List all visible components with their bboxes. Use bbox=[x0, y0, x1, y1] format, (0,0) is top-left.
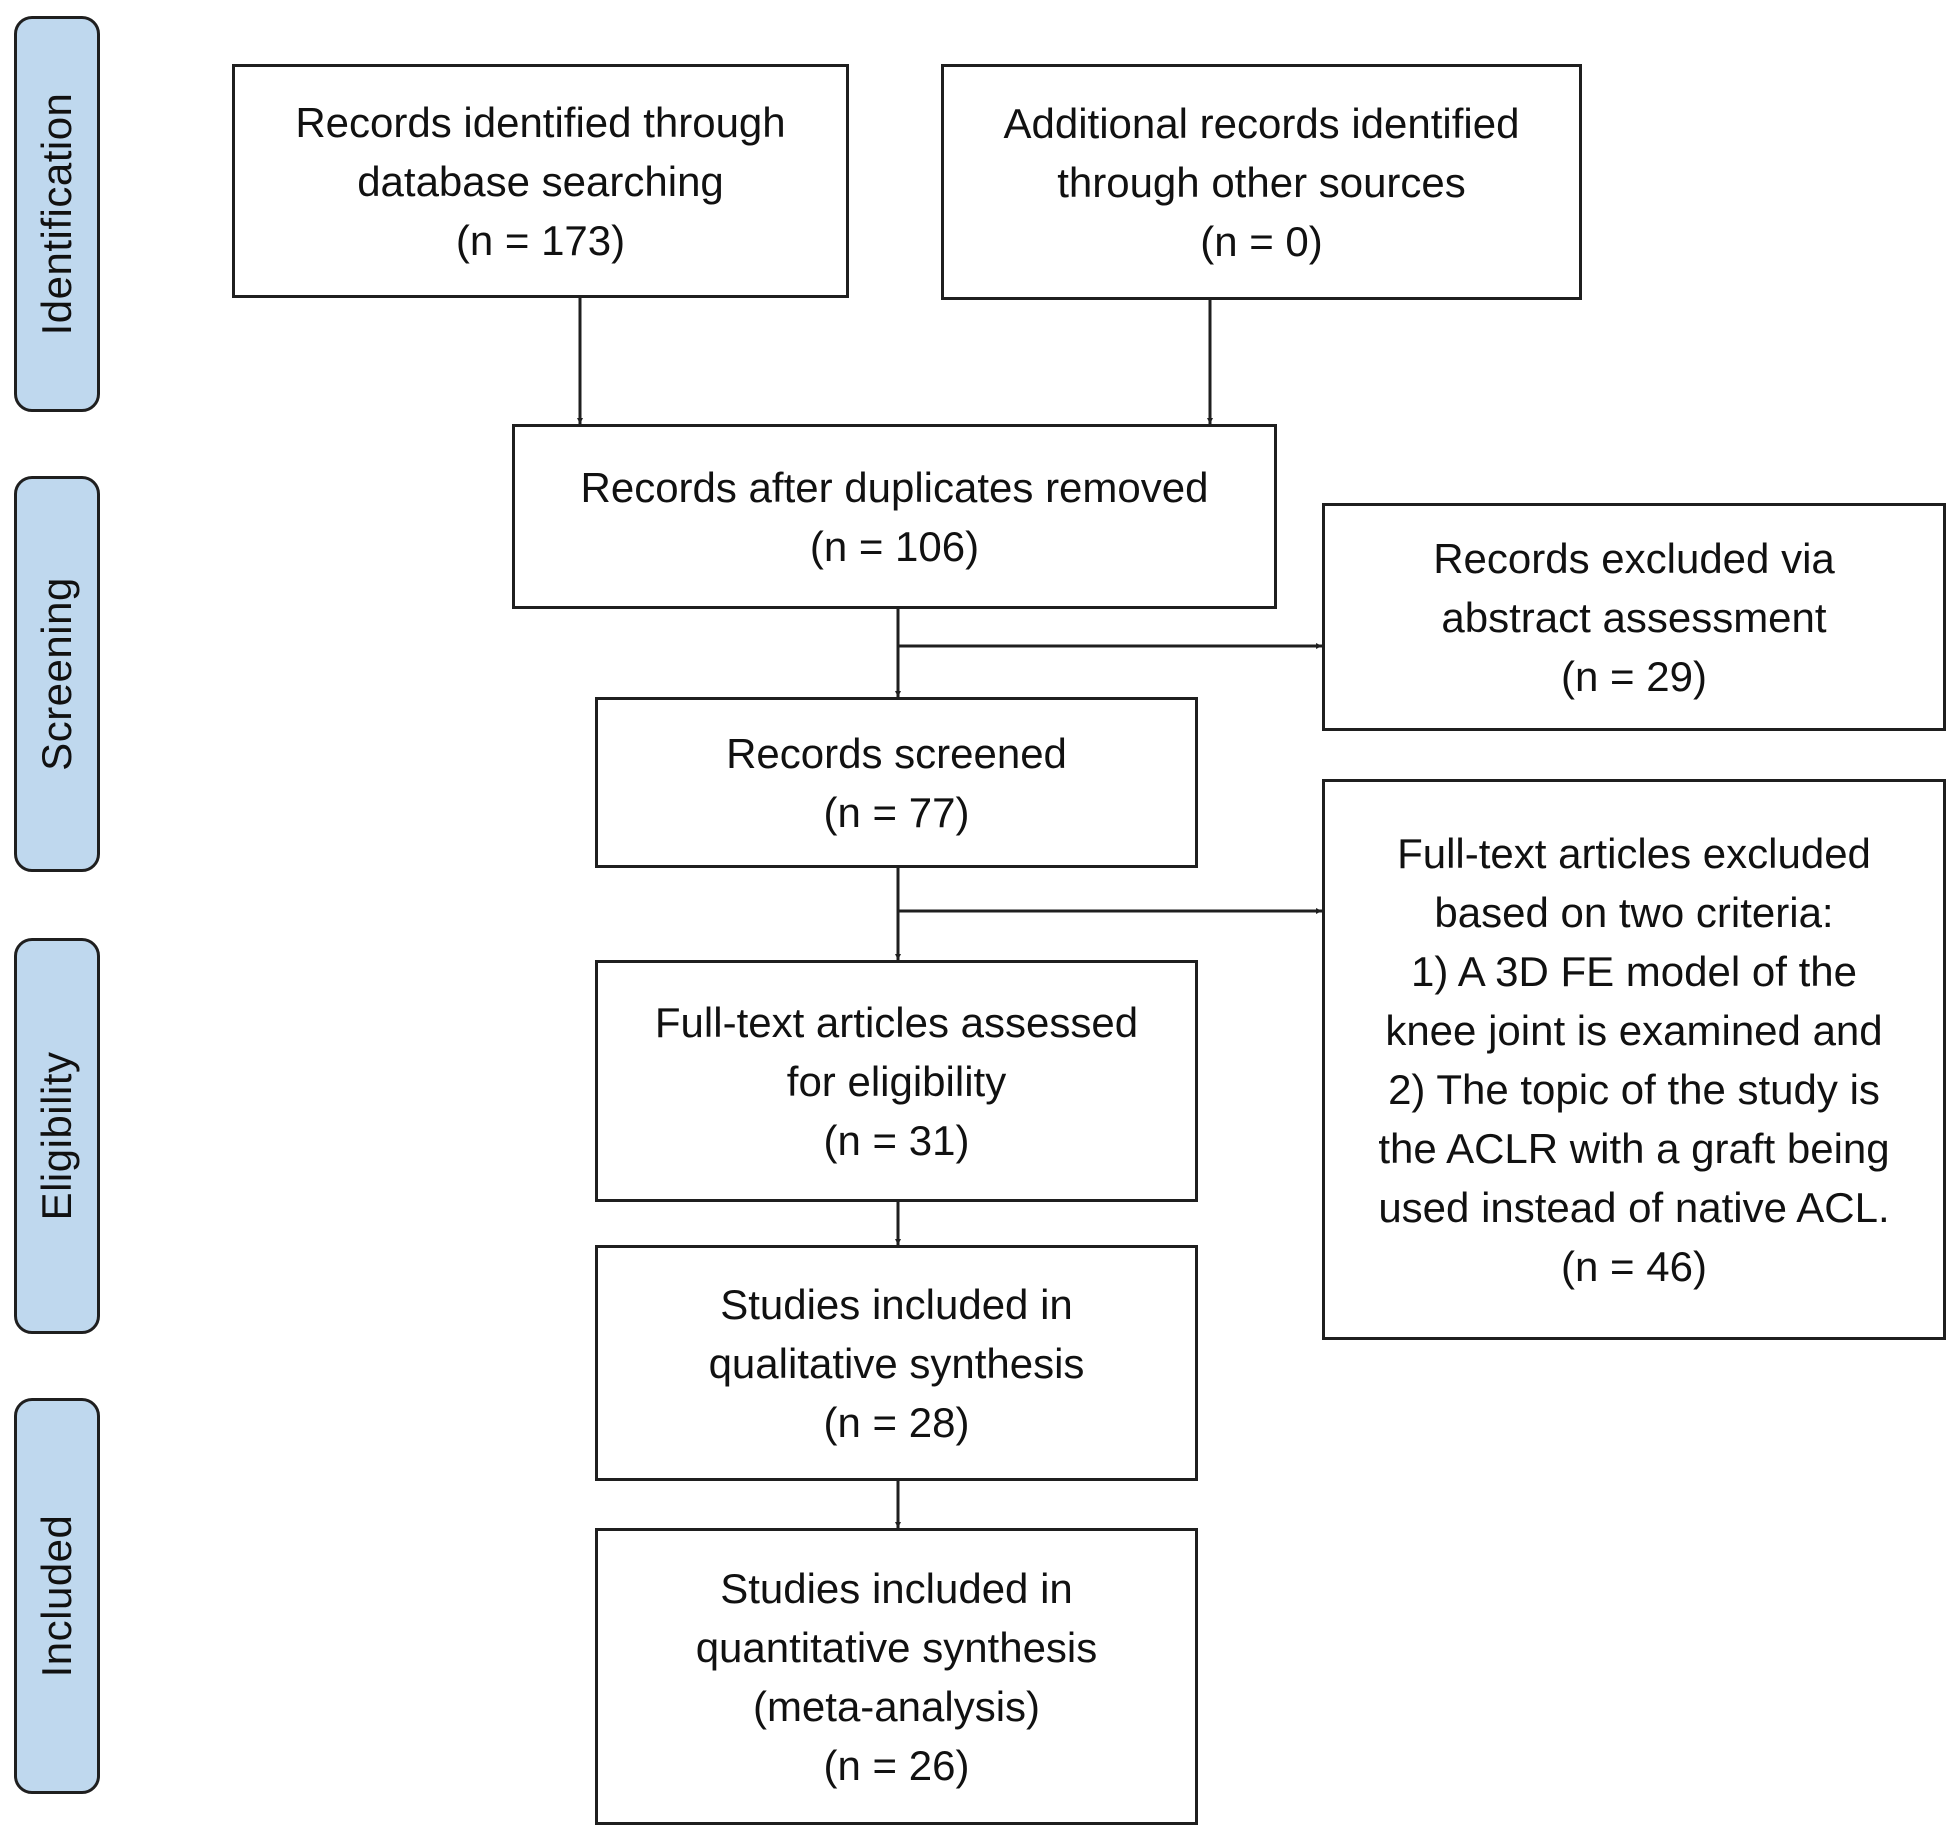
box-excluded-fulltext-count: (n = 46) bbox=[1561, 1242, 1707, 1290]
box-excluded-abstract: Records excluded via abstract assessment… bbox=[1322, 503, 1946, 731]
box-excluded-fulltext-line-7: used instead of native ACL. bbox=[1378, 1183, 1890, 1231]
box-quantitative-synthesis-line-2: quantitative synthesis bbox=[695, 1623, 1098, 1671]
box-database-records-line-2: database searching bbox=[357, 157, 724, 205]
box-excluded-fulltext-line-6: the ACLR with a graft being bbox=[1378, 1124, 1890, 1172]
box-qualitative-synthesis: Studies included in qualitative synthesi… bbox=[595, 1245, 1198, 1481]
box-after-duplicates-count: (n = 106) bbox=[809, 522, 980, 570]
box-database-records-count: (n = 173) bbox=[455, 216, 626, 264]
box-after-duplicates-line-1: Records after duplicates removed bbox=[580, 463, 1209, 511]
phase-screening: Screening bbox=[14, 476, 100, 872]
box-excluded-fulltext-line-5: 2) The topic of the study is bbox=[1388, 1065, 1880, 1113]
phase-eligibility: Eligibility bbox=[14, 938, 100, 1334]
box-quantitative-synthesis-line-1: Studies included in bbox=[720, 1564, 1073, 1612]
box-excluded-fulltext: Full-text articles excluded based on two… bbox=[1322, 779, 1946, 1340]
box-database-records-line-1: Records identified through bbox=[295, 98, 786, 146]
box-excluded-fulltext-line-4: knee joint is examined and bbox=[1385, 1006, 1883, 1054]
box-qualitative-synthesis-count: (n = 28) bbox=[823, 1398, 970, 1446]
box-excluded-fulltext-line-2: based on two criteria: bbox=[1434, 888, 1834, 936]
box-quantitative-synthesis: Studies included in quantitative synthes… bbox=[595, 1528, 1198, 1825]
box-fulltext-assessed-count: (n = 31) bbox=[823, 1116, 970, 1164]
phase-included: Included bbox=[14, 1398, 100, 1794]
box-quantitative-synthesis-line-3: (meta-analysis) bbox=[752, 1682, 1041, 1730]
box-quantitative-synthesis-count: (n = 26) bbox=[823, 1741, 970, 1789]
box-qualitative-synthesis-line-1: Studies included in bbox=[720, 1280, 1073, 1328]
box-other-sources-line-2: through other sources bbox=[1057, 158, 1466, 206]
box-fulltext-assessed-line-2: for eligibility bbox=[786, 1057, 1007, 1105]
box-excluded-abstract-count: (n = 29) bbox=[1561, 652, 1707, 700]
box-excluded-abstract-line-2: abstract assessment bbox=[1441, 593, 1827, 641]
box-other-sources-count: (n = 0) bbox=[1200, 217, 1323, 265]
box-excluded-fulltext-line-3: 1) A 3D FE model of the bbox=[1411, 947, 1857, 995]
box-fulltext-assessed: Full-text articles assessed for eligibil… bbox=[595, 960, 1198, 1202]
box-fulltext-assessed-line-1: Full-text articles assessed bbox=[654, 998, 1139, 1046]
box-after-duplicates: Records after duplicates removed (n = 10… bbox=[512, 424, 1277, 609]
box-records-screened: Records screened (n = 77) bbox=[595, 697, 1198, 868]
box-excluded-abstract-line-1: Records excluded via bbox=[1433, 534, 1835, 582]
box-other-sources-line-1: Additional records identified bbox=[1003, 99, 1520, 147]
box-other-sources: Additional records identified through ot… bbox=[941, 64, 1582, 300]
box-qualitative-synthesis-line-2: qualitative synthesis bbox=[708, 1339, 1085, 1387]
phase-identification: Identification bbox=[14, 16, 100, 412]
box-database-records: Records identified through database sear… bbox=[232, 64, 849, 298]
box-records-screened-line-1: Records screened bbox=[726, 729, 1067, 777]
box-records-screened-count: (n = 77) bbox=[823, 788, 970, 836]
box-excluded-fulltext-line-1: Full-text articles excluded bbox=[1397, 829, 1871, 877]
